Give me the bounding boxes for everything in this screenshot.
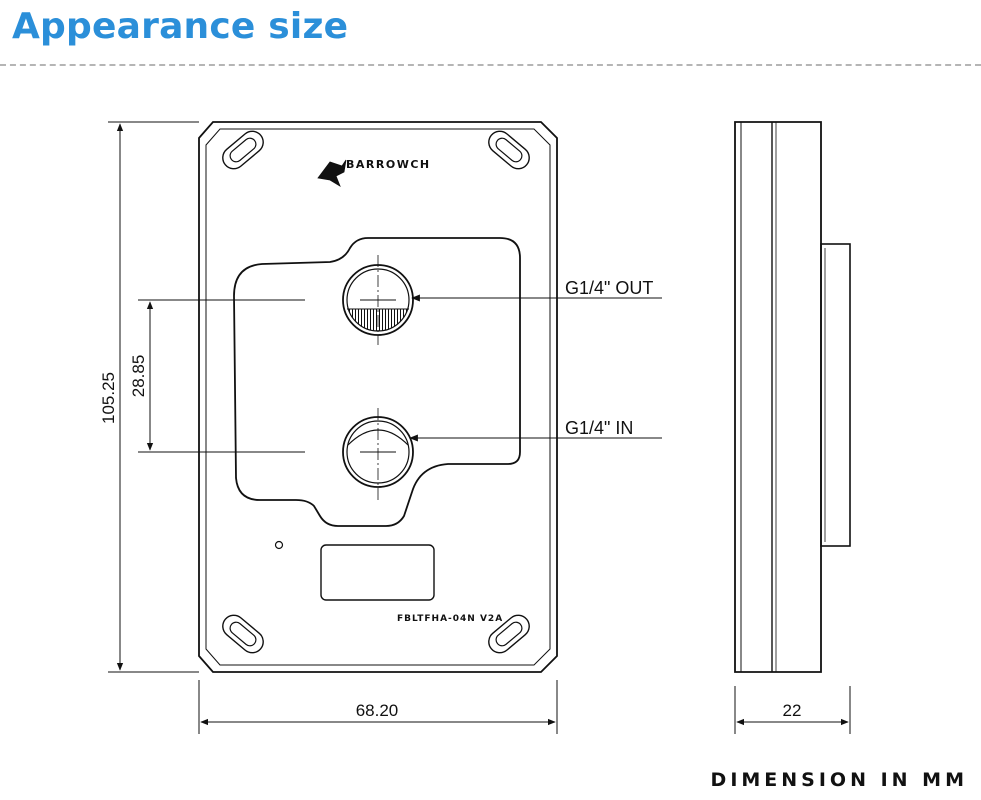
barrowch-logo-icon [317,159,347,187]
page-title: Appearance size [12,6,349,47]
front-view [198,121,558,673]
height-dimension [108,121,199,673]
center-block-outline [233,237,521,527]
out-port-label: G1/4" OUT [565,278,653,298]
indicator-dot [274,540,284,550]
side-port-profile [820,243,851,547]
label-window [320,544,435,601]
port-spacing-dimension [138,299,305,453]
side-body-outline [734,121,822,673]
in-port [342,408,414,500]
port-leaders [409,294,662,442]
mounting-slot-top-right [488,130,530,170]
mounting-slot-bottom-right [488,614,530,654]
width-dimension [198,680,558,734]
dashed-divider [0,64,981,66]
width-dimension-value: 68.20 [356,701,399,720]
plate-outline [198,121,558,673]
height-dimension-value: 105.25 [99,372,118,424]
port-spacing-value: 28.85 [129,355,148,398]
out-port [342,255,414,345]
brand-text: BARROWCH [346,158,431,171]
units-note: DIMENSION IN MM [711,769,968,791]
depth-dimension [734,686,851,734]
plate-inner-outline [205,128,551,666]
mounting-slot-top-left [222,130,264,170]
mounting-slot-bottom-left [222,614,264,654]
model-number: FBLTFHA-04N V2A [397,614,503,624]
in-port-label: G1/4" IN [565,418,633,438]
side-view [734,121,851,673]
depth-dimension-value: 22 [783,701,802,720]
